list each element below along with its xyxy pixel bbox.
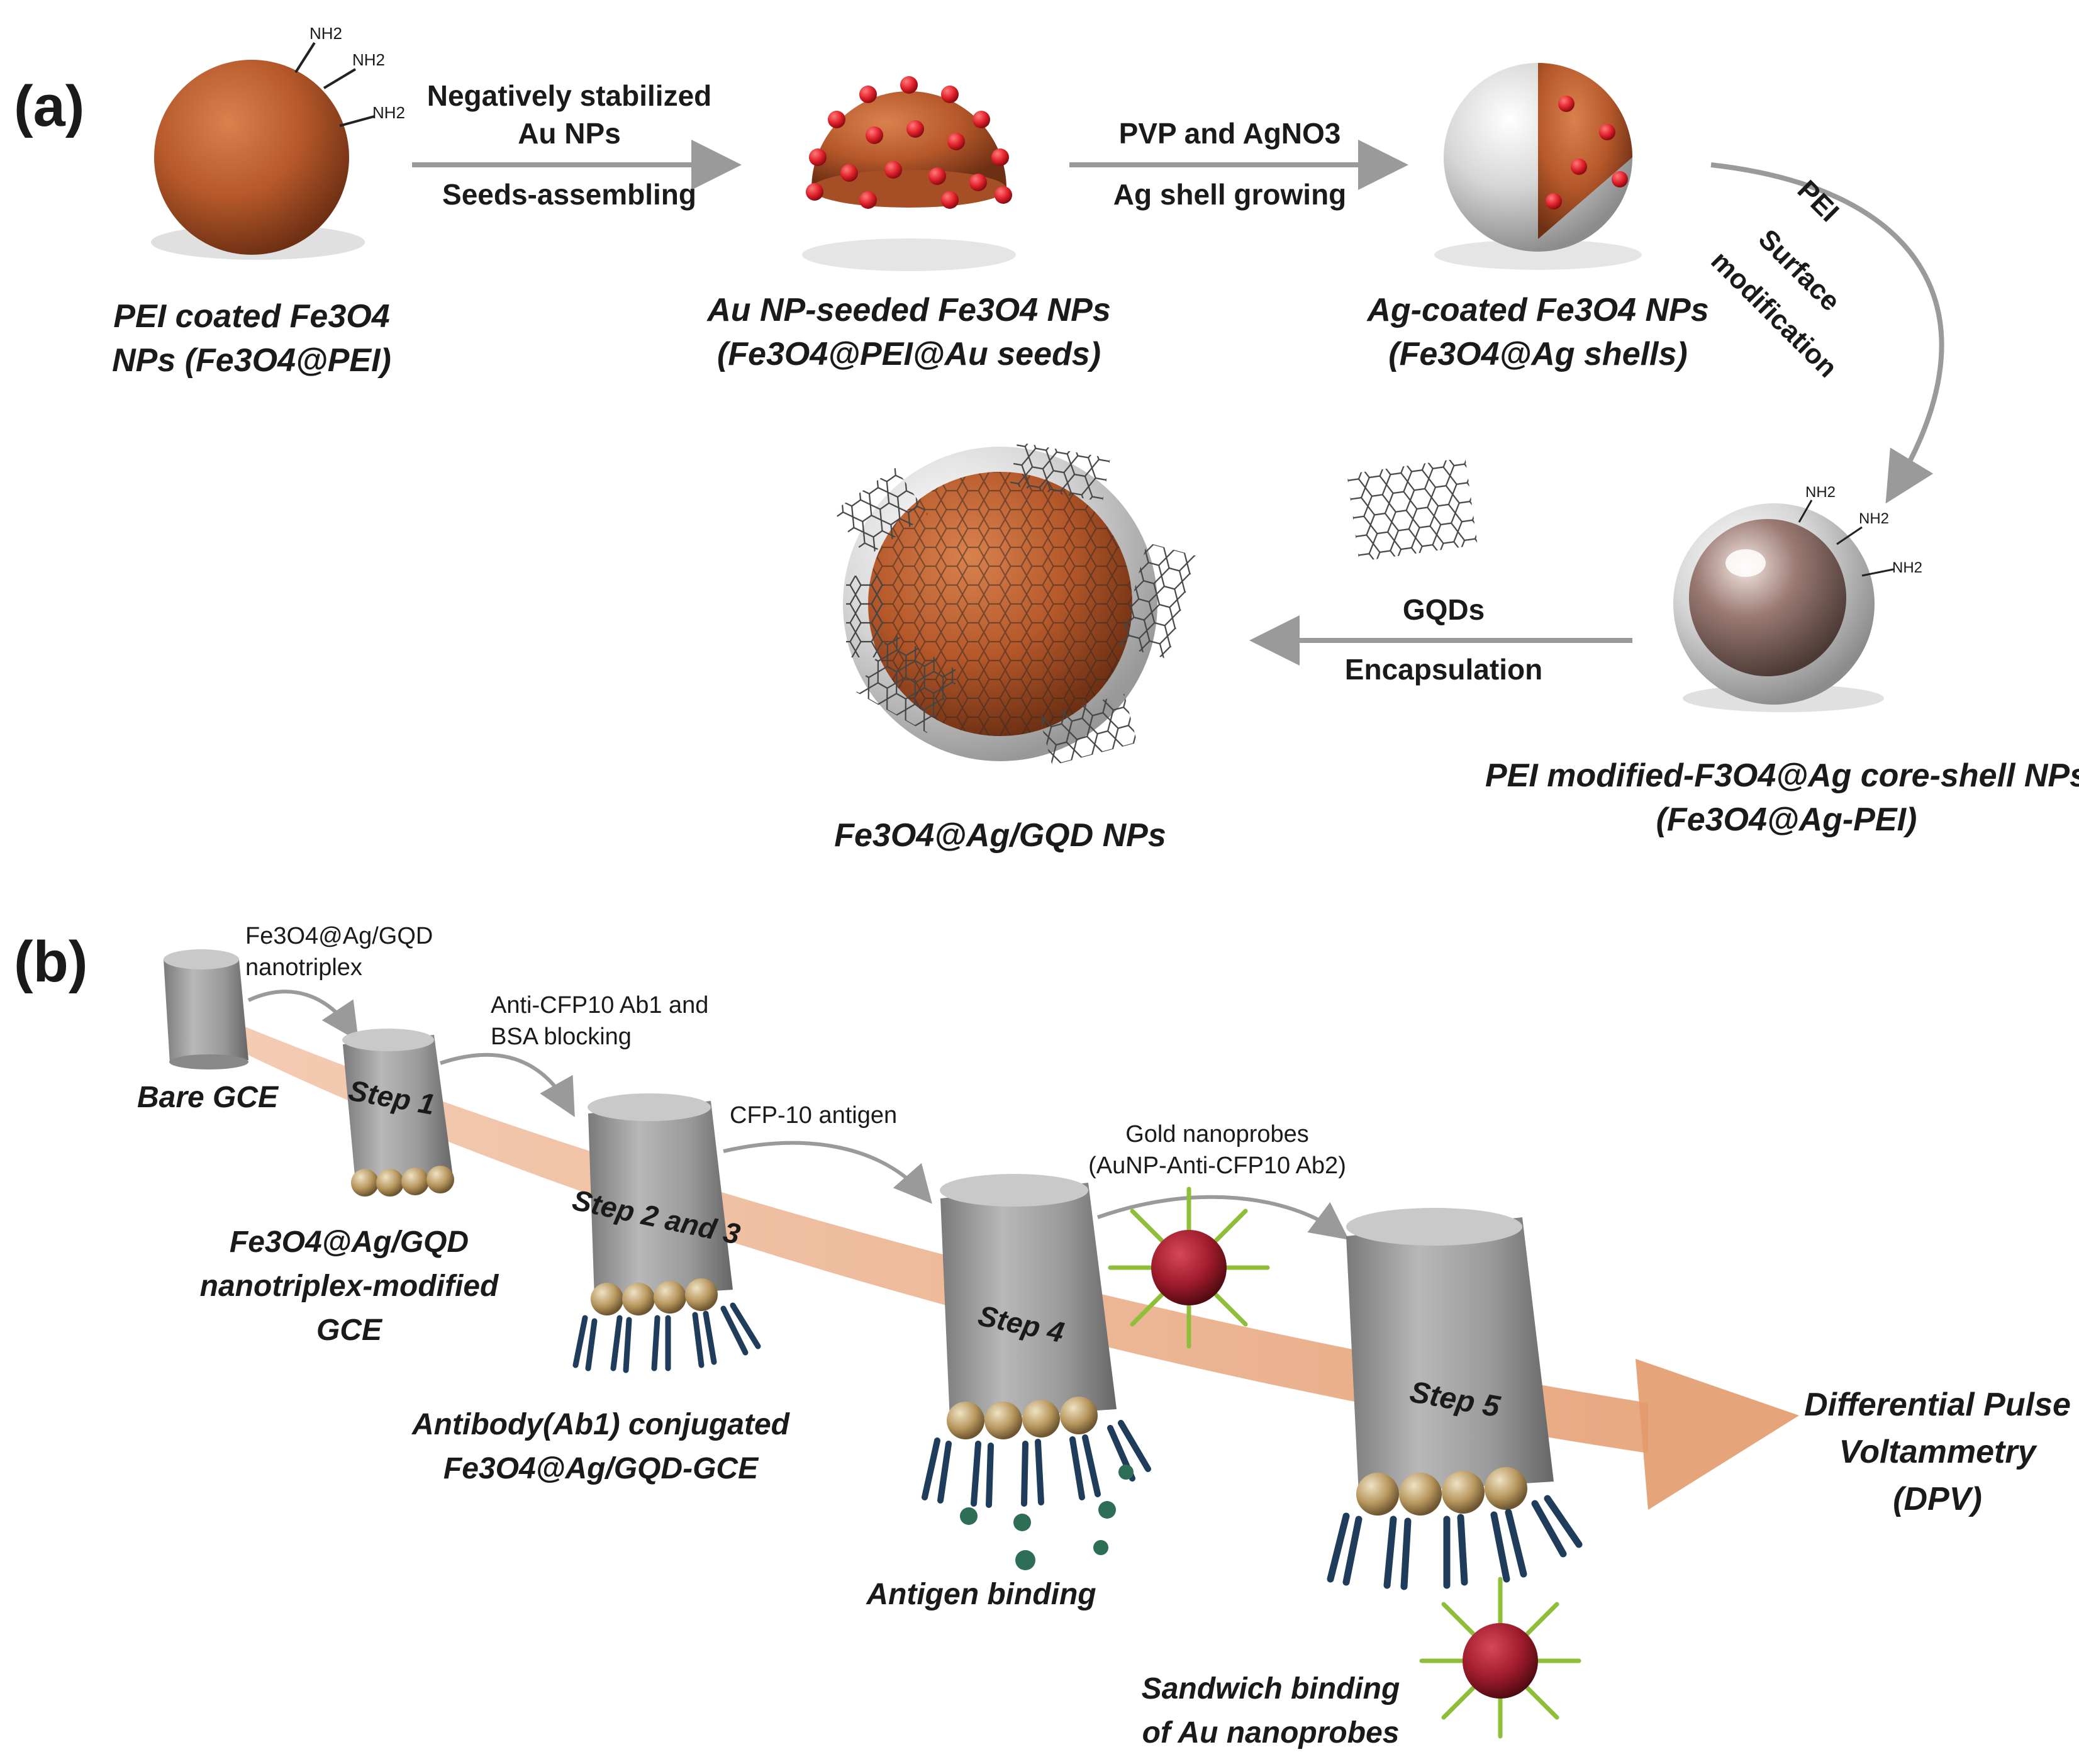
amine-label: NH2	[372, 103, 405, 122]
arrow4-text1: GQDs	[1403, 593, 1485, 626]
np4-label-line2: (Fe3O4@Ag-PEI)	[1656, 801, 1917, 838]
antibodies-ab1	[572, 1302, 761, 1373]
dpv-label-line2: Voltammetry	[1839, 1434, 2037, 1470]
np-fe3o4-pei: NH2 NH2 NH2	[151, 24, 405, 260]
np2-label-line2: (Fe3O4@PEI@Au seeds)	[717, 336, 1101, 372]
flow-arrow-head	[1636, 1359, 1799, 1510]
np-fe3o4-ag-pei: NH2 NH2 NH2	[1673, 484, 1922, 712]
b-arrow3-text1: CFP-10 antigen	[730, 1102, 897, 1129]
np-ag-coated	[1434, 63, 1642, 270]
np5-label: Fe3O4@Ag/GQD NPs	[834, 817, 1166, 854]
arrow1-text2: Au NPs	[518, 117, 621, 150]
sandwich-label-line1: Sandwich binding	[1142, 1672, 1400, 1705]
b-arrow2-text2: BSA blocking	[491, 1024, 632, 1050]
amine-label: NH2	[352, 50, 385, 69]
bare-gce-label: Bare GCE	[137, 1081, 279, 1114]
electrode-step1	[342, 1029, 454, 1197]
arrow4-text2: Encapsulation	[1345, 653, 1542, 686]
arrow2-text2: Ag shell growing	[1113, 178, 1347, 211]
electrode-step23	[572, 1093, 761, 1373]
gqd-sheet-icon	[1347, 457, 1478, 562]
nanotriplex-beads	[351, 1166, 454, 1197]
arrow-surface-mod	[1710, 162, 1944, 504]
b-arrow1-text2: nanotriplex	[245, 954, 362, 981]
bound-nanoprobe	[1419, 1577, 1581, 1739]
amine-label: NH2	[1892, 559, 1922, 576]
conj-label-line2: Fe3O4@Ag/GQD-GCE	[443, 1452, 759, 1485]
arrow-b4	[1096, 1195, 1349, 1240]
electrode-step4	[922, 1174, 1151, 1570]
antibodies-ab1	[1327, 1495, 1583, 1590]
np1-label-line1: PEI coated Fe3O4	[113, 298, 389, 335]
np4-label-line1: PEI modified-F3O4@Ag core-shell NPs	[1485, 757, 2079, 794]
b-arrow2-text1: Anti-CFP10 Ab1 and	[491, 992, 708, 1019]
sandwich-label-line2: of Au nanoprobes	[1142, 1716, 1400, 1750]
amine-label: NH2	[1859, 510, 1889, 527]
panel-a-label: (a)	[14, 74, 84, 138]
gold-nanoprobe	[1108, 1186, 1270, 1349]
antigens	[960, 1465, 1134, 1570]
antigen-binding-label: Antigen binding	[866, 1578, 1096, 1611]
np-fe3o4-ag-gqd	[833, 442, 1196, 766]
amine-label: NH2	[1805, 484, 1836, 501]
arrow-b1	[247, 990, 359, 1041]
au-seeds	[806, 76, 1012, 209]
dpv-label-line1: Differential Pulse	[1804, 1387, 2071, 1423]
np3-label-line2: (Fe3O4@Ag shells)	[1388, 336, 1688, 372]
dpv-label-line3: (DPV)	[1893, 1481, 1982, 1517]
electrode-step5	[1327, 1208, 1583, 1590]
electrode-bare	[164, 949, 248, 1069]
amine-label: NH2	[309, 24, 342, 43]
arrow-b3	[723, 1141, 932, 1204]
panel-b-label: (b)	[14, 930, 87, 994]
np3-label-line1: Ag-coated Fe3O4 NPs	[1366, 292, 1708, 328]
np2-label-line1: Au NP-seeded Fe3O4 NPs	[706, 292, 1111, 328]
b-arrow4-text1: Gold nanoprobes	[1125, 1121, 1309, 1147]
flow-arrow-body	[226, 1019, 1648, 1453]
mod-label-line1: Fe3O4@Ag/GQD	[230, 1225, 469, 1259]
arrow1-text3: Seeds-assembling	[442, 178, 696, 211]
conj-label-line1: Antibody(Ab1) conjugated	[411, 1408, 791, 1441]
b-arrow4-text2: (AuNP-Anti-CFP10 Ab2)	[1088, 1153, 1346, 1179]
arrow-b2	[440, 1052, 575, 1117]
np-au-seeded	[802, 76, 1016, 271]
np1-label-line2: NPs (Fe3O4@PEI)	[112, 342, 391, 379]
arrow2-text1: PVP and AgNO3	[1119, 117, 1341, 150]
b-arrow1-text1: Fe3O4@Ag/GQD	[245, 923, 433, 949]
mod-label-line3: GCE	[316, 1314, 383, 1347]
mod-label-line2: nanotriplex-modified	[200, 1270, 499, 1303]
arrow1-text1: Negatively stabilized	[427, 79, 712, 112]
